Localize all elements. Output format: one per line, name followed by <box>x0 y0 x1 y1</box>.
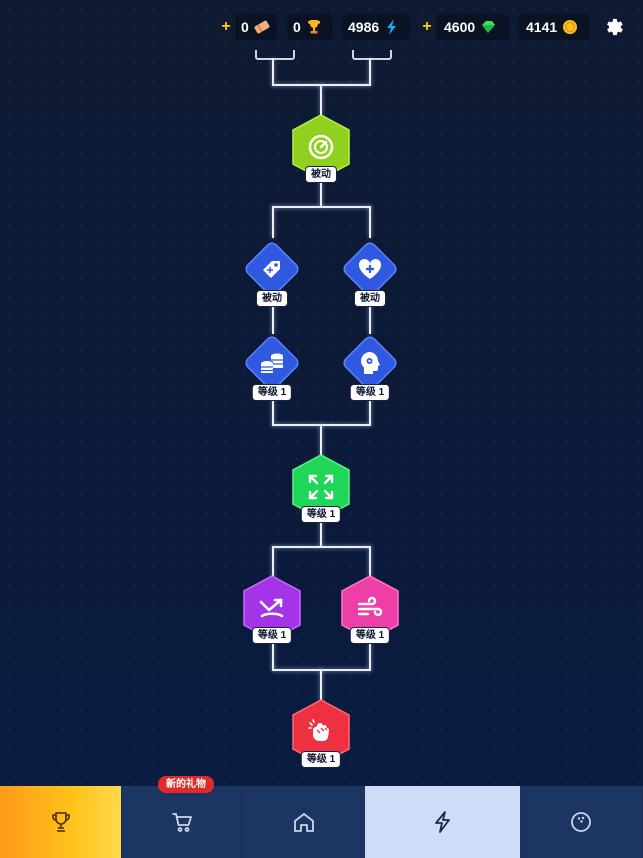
trophy-icon <box>305 18 323 36</box>
skill-node-label: 等级 1 <box>300 506 342 523</box>
tab-shop[interactable] <box>122 786 244 858</box>
settings-button[interactable] <box>603 16 625 38</box>
skill-node-label: 等级 1 <box>349 384 391 401</box>
gems-counter[interactable]: + 4600 <box>418 14 510 40</box>
connector-line <box>320 424 322 459</box>
trophy-icon <box>51 812 70 832</box>
connector-line <box>272 302 274 334</box>
connector-line <box>369 397 371 425</box>
gem-icon <box>479 18 497 36</box>
skill-node-coins[interactable]: 等级 1 <box>237 328 307 401</box>
skill-node-label: 等级 1 <box>349 627 391 644</box>
connector-line <box>272 546 371 548</box>
connector-line <box>369 206 371 238</box>
offscreen-node-stub-left <box>255 50 295 60</box>
connector-line <box>369 302 371 334</box>
energy-value: 4986 <box>348 19 380 35</box>
connector-line <box>369 58 371 85</box>
connector-line <box>272 546 274 580</box>
skill-node-tag[interactable]: 被动 <box>237 234 307 307</box>
offscreen-node-stub-right <box>352 50 392 60</box>
lightning-icon <box>434 811 450 833</box>
currency-bar: + 0 0 4986 + 4600 4141 <box>0 14 643 42</box>
skill-node-expand[interactable]: 等级 1 <box>286 452 356 523</box>
speedometer-icon <box>308 134 334 160</box>
wind-icon <box>357 596 383 617</box>
skill-node-label: 等级 1 <box>300 751 342 768</box>
trophies-value: 0 <box>293 19 301 35</box>
bottom-nav <box>0 786 643 858</box>
connector-line <box>320 84 322 116</box>
add-gems-button[interactable]: + <box>418 14 436 40</box>
add-tickets-button[interactable]: + <box>217 14 235 40</box>
coins-counter: 4141 <box>518 14 590 40</box>
skill-node-fist[interactable]: 等级 1 <box>286 697 356 768</box>
connector-line <box>369 546 371 580</box>
home-icon <box>293 813 314 832</box>
fist-icon <box>308 719 330 741</box>
connector-line <box>320 669 322 703</box>
skill-node-heart[interactable]: 被动 <box>335 234 405 307</box>
connector-line <box>272 206 274 238</box>
heart-plus-icon <box>358 258 382 279</box>
trophies-counter: 0 <box>287 14 333 40</box>
skill-node-brain[interactable]: 等级 1 <box>335 328 405 401</box>
connector-line <box>272 58 274 85</box>
head-gear-icon <box>361 352 380 374</box>
ticket-icon <box>253 18 271 36</box>
gems-value: 4600 <box>444 19 476 35</box>
bowling-ball-icon <box>571 812 592 832</box>
energy-counter: 4986 <box>342 14 410 40</box>
expand-arrows-icon <box>308 474 334 500</box>
connector-line <box>272 643 274 670</box>
skill-node-trend[interactable]: 等级 1 <box>237 573 307 644</box>
coin-icon <box>561 18 579 36</box>
skill-node-wind[interactable]: 等级 1 <box>335 573 405 644</box>
skill-node-label: 等级 1 <box>251 384 293 401</box>
new-gift-badge: 新的礼物 <box>158 776 214 793</box>
tab-bowling[interactable] <box>520 786 643 858</box>
connector-line <box>320 180 322 207</box>
tab-trophy[interactable] <box>0 786 123 858</box>
tickets-value: 0 <box>241 19 249 35</box>
connector-line <box>272 397 274 425</box>
coins-value: 4141 <box>526 19 558 35</box>
skill-node-label: 等级 1 <box>251 627 293 644</box>
lightning-icon <box>383 18 401 36</box>
skill-node-label: 被动 <box>256 290 288 307</box>
skill-tree: 被动 被动 被动 等级 1 等级 1 等级 1 等级 1 等级 <box>237 50 405 768</box>
connector-line <box>320 520 322 547</box>
connector-line <box>272 206 371 208</box>
tickets-counter[interactable]: + 0 <box>217 14 277 40</box>
tab-skills[interactable] <box>365 786 521 858</box>
skill-node-label: 被动 <box>305 166 337 183</box>
tab-home[interactable] <box>243 786 366 858</box>
skill-node-speed[interactable]: 被动 <box>286 112 356 183</box>
price-tag-icon <box>263 261 280 278</box>
trend-arrow-icon <box>259 598 284 618</box>
connector-line <box>369 643 371 670</box>
cart-icon <box>172 813 192 832</box>
skill-node-label: 被动 <box>354 290 386 307</box>
coin-stack-icon <box>260 353 283 373</box>
gear-icon <box>607 18 623 36</box>
